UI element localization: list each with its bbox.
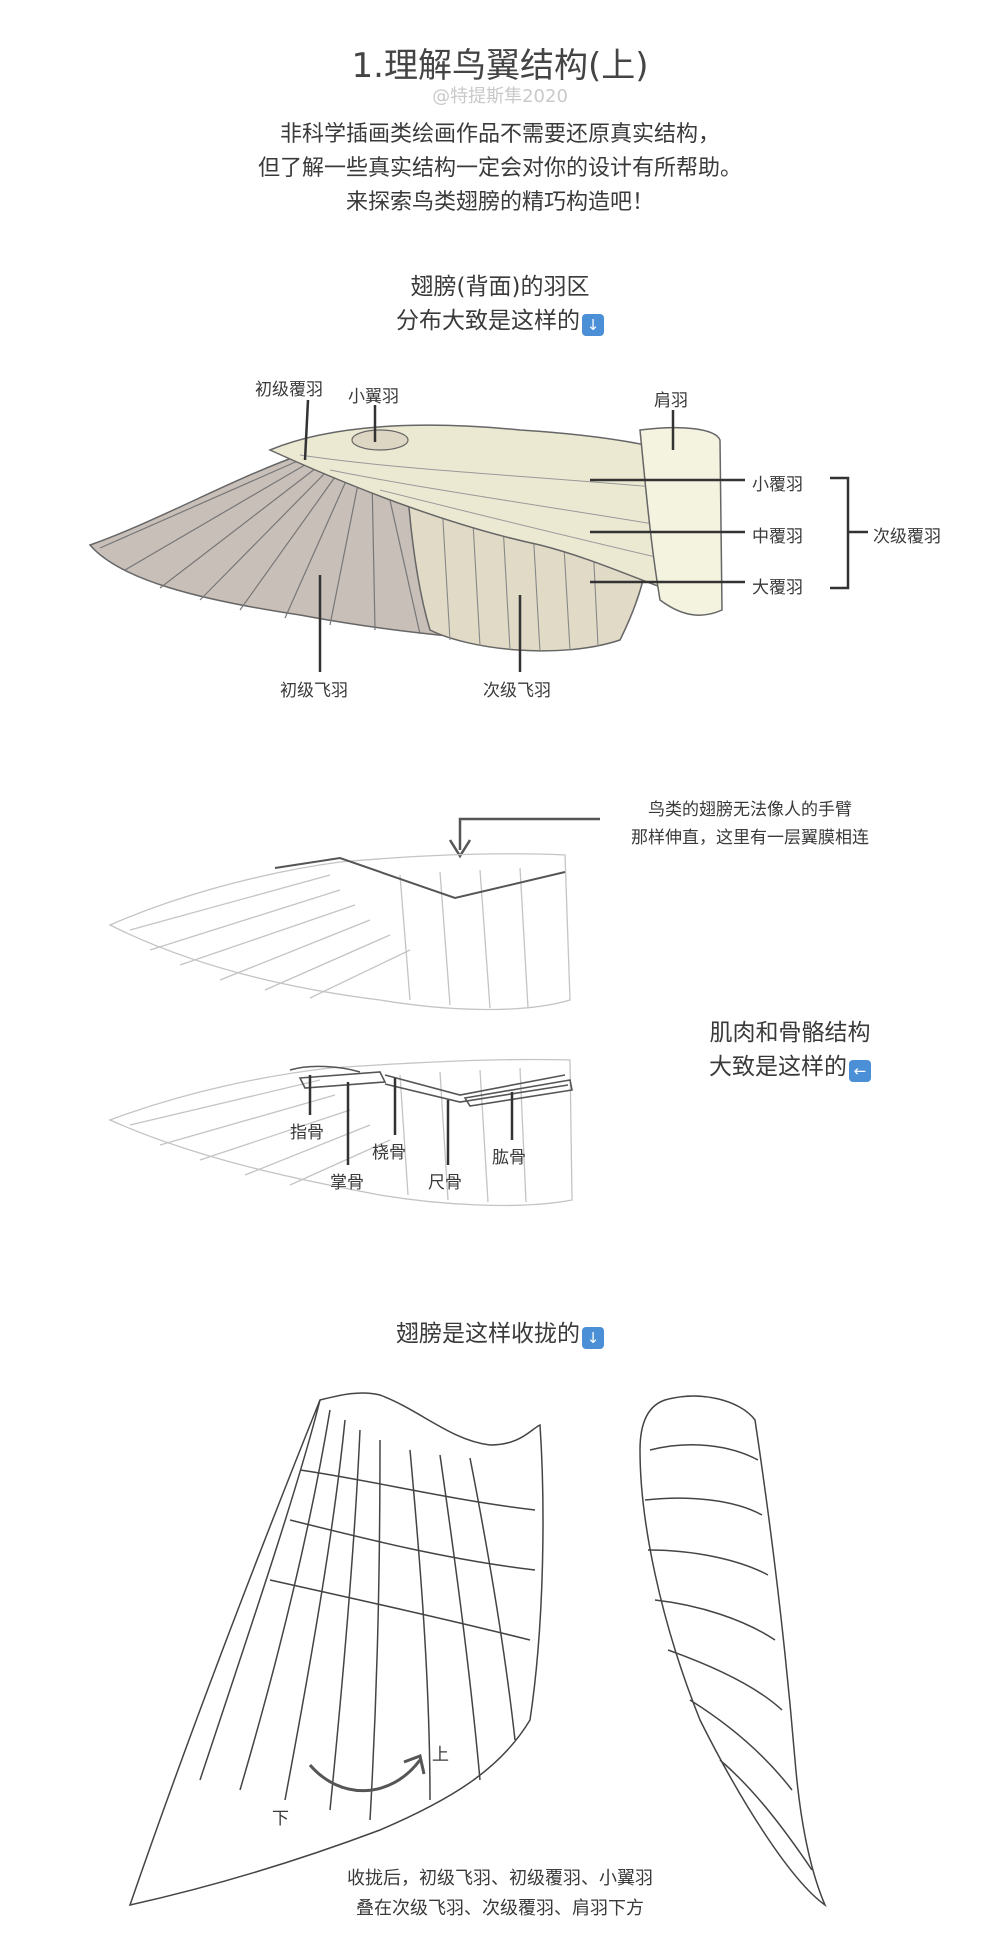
label-metacarpals: 掌骨 (330, 1173, 364, 1193)
page-title: 1.理解鸟翼结构(上) (351, 46, 649, 86)
left-arrow-emoji-icon: ← (849, 1060, 871, 1082)
section1-leader-lines (303, 399, 868, 672)
skeleton-diagram (108, 817, 600, 1207)
wing-membrane-edge (274, 856, 566, 900)
label-up: 上 (432, 1745, 449, 1765)
radius-bone (384, 1074, 566, 1096)
feather-tract-diagram (88, 399, 868, 672)
right-wing-drawing (639, 1395, 827, 1908)
section2-heading-line-2: 大致是这样的← (640, 1050, 940, 1084)
label-median-coverts: 中覆羽 (752, 527, 803, 547)
label-secondaries: 次级飞羽 (483, 681, 551, 701)
label-humerus: 肱骨 (492, 1148, 526, 1168)
membrane-note-line-2: 那样伸直，这里有一层翼膜相连 (631, 828, 869, 848)
label-radius: 桡骨 (372, 1143, 406, 1163)
section1-heading-line-1: 翅膀(背面)的羽区 (410, 274, 590, 300)
intro-text: 非科学插画类绘画作品不需要还原真实结构， 但了解一些真实结构一定会对你的设计有所… (0, 118, 1000, 220)
label-primary-coverts: 初级覆羽 (255, 380, 323, 400)
label-lesser-coverts: 小覆羽 (752, 475, 803, 495)
lower-wing-outline (108, 1058, 573, 1207)
label-scapulars: 肩羽 (654, 391, 688, 411)
section2-heading-line-1: 肌肉和骨骼结构 (709, 1020, 871, 1046)
label-greater-coverts: 大覆羽 (752, 578, 803, 598)
down-arrow-emoji-icon: ↓ (582, 1327, 604, 1349)
membrane-note-line-1: 鸟类的翅膀无法像人的手臂 (648, 800, 852, 820)
bones (289, 1065, 573, 1107)
folding-caption-line-1: 收拢后，初级飞羽、初级覆羽、小翼羽 (347, 1868, 653, 1889)
author-credit: @特提斯隼2020 (432, 86, 568, 107)
scapulars-region (639, 426, 723, 616)
ulna-bone (384, 1083, 569, 1103)
section2-leader-lines (308, 1075, 514, 1165)
label-primaries: 初级飞羽 (280, 681, 348, 701)
folding-caption-line-2: 叠在次级飞羽、次级覆羽、肩羽下方 (356, 1898, 644, 1919)
label-ulna: 尺骨 (428, 1173, 462, 1193)
primary-feather-lines (99, 459, 466, 638)
section3-heading: 翅膀是这样收拢的↓ (0, 1317, 1000, 1351)
membrane-arrow (458, 817, 600, 850)
metacarpal-bone (298, 1071, 387, 1089)
folding-caption: 收拢后，初级飞羽、初级覆羽、小翼羽 叠在次级飞羽、次级覆羽、肩羽下方 (0, 1864, 1000, 1924)
label-down: 下 (272, 1809, 289, 1829)
intro-line-3: 来探索鸟类翅膀的精巧构造吧！ (345, 190, 654, 215)
left-wing-drawing (128, 1392, 544, 1907)
humerus-bone (463, 1079, 573, 1107)
alula-region (351, 429, 409, 451)
section1-heading-line-2: 分布大致是这样的↓ (0, 304, 1000, 338)
label-digits: 指骨 (290, 1123, 324, 1143)
intro-line-2: 但了解一些真实结构一定会对你的设计有所帮助。 (257, 156, 742, 181)
covert-rows (299, 454, 691, 566)
membrane-arrow-head (448, 839, 472, 859)
intro-line-1: 非科学插画类绘画作品不需要还原真实结构， (279, 122, 720, 147)
down-arrow-emoji-icon: ↓ (582, 314, 604, 336)
label-alula: 小翼羽 (348, 387, 399, 407)
label-secondary-coverts: 次级覆羽 (873, 527, 941, 547)
section2-heading: 肌肉和骨骼结构 大致是这样的← (640, 1016, 940, 1084)
section1-heading: 翅膀(背面)的羽区 分布大致是这样的↓ (0, 270, 1000, 338)
membrane-note: 鸟类的翅膀无法像人的手臂 那样伸直，这里有一层翼膜相连 (600, 796, 900, 852)
digit-bone (289, 1065, 361, 1073)
fold-arrow-head (403, 1753, 426, 1775)
fold-arrow (308, 1759, 422, 1793)
